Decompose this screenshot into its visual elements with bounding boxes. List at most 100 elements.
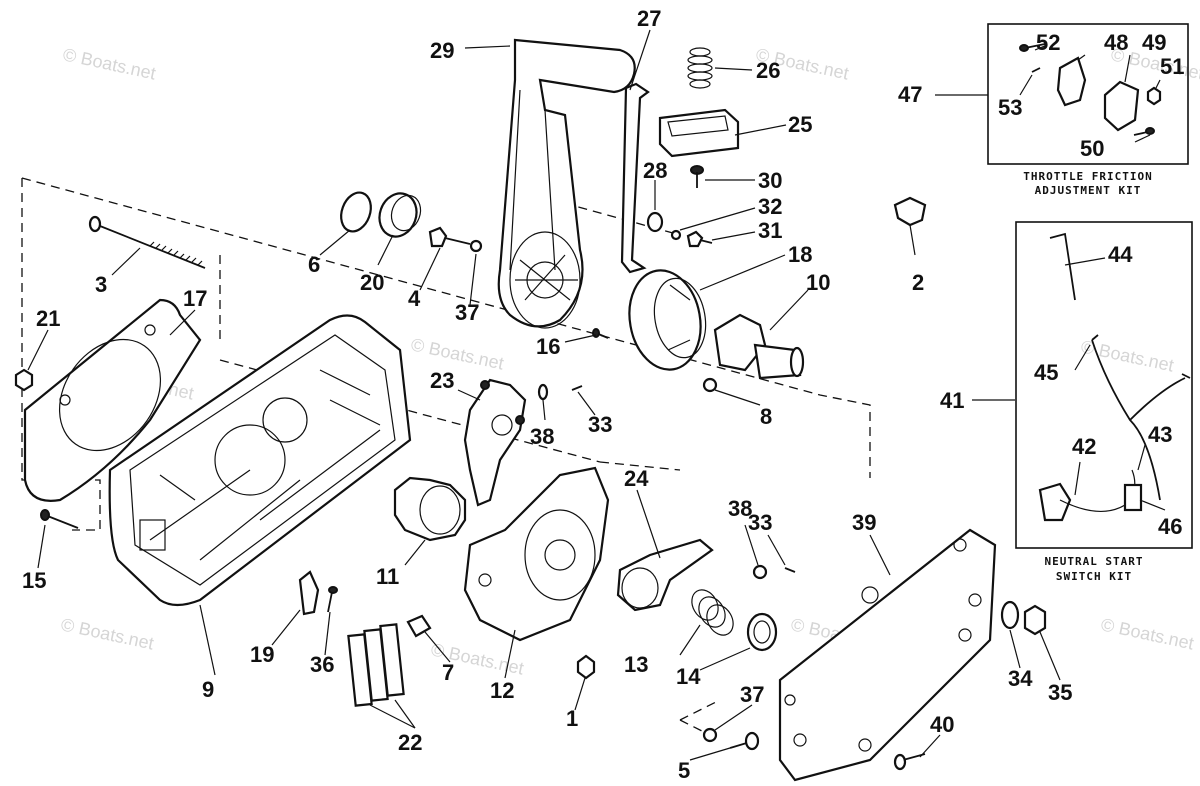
callout-30: 30 [758,168,782,193]
callout-38: 38 [530,424,554,449]
housing-part [108,314,412,607]
callout-34: 34 [1008,666,1033,691]
callout-48: 48 [1104,30,1128,55]
control-handle-part [497,38,636,329]
bushing-part [746,612,778,652]
callout-1: 1 [566,706,578,731]
callout-23: 23 [430,368,454,393]
watermark: © Boats.net [59,614,155,653]
callout-17: 17 [183,286,207,311]
callout-28: 28 [643,158,667,183]
gasket-part [23,298,202,502]
callout-7: 7 [442,660,454,685]
small-screw-part [592,328,609,339]
callout-49: 49 [1142,30,1166,55]
callout-43: 43 [1148,422,1172,447]
callout-53: 53 [998,95,1022,120]
callout-21: 21 [36,306,60,331]
callout-6: 6 [308,252,320,277]
cotter-pin-part [571,385,583,391]
cotter-pin-part [784,567,796,573]
bolt-part [729,731,760,751]
nut-part [14,368,34,392]
watermark: © Boats.net [409,334,505,373]
callout-25: 25 [788,112,812,137]
shift-bracket-part [463,466,610,642]
callout-37: 37 [455,300,479,325]
callout-29: 29 [430,38,454,63]
spring-part [687,47,713,89]
callout-39: 39 [852,510,876,535]
callout-11: 11 [376,564,399,589]
callout-32: 32 [758,194,782,219]
kit-part-drawings [1038,232,1191,522]
callout-41: 41 [940,388,964,413]
callout-10: 10 [806,270,830,295]
callout-33b: 33 [748,510,772,535]
shaft-part [713,313,805,380]
callout-52: 52 [1036,30,1060,55]
callout-45: 45 [1034,360,1058,385]
leader-lines [27,29,1166,761]
screw-part [40,509,79,529]
ball-part [702,377,718,393]
callout-50: 50 [1080,136,1104,161]
callout-42: 42 [1072,434,1096,459]
callout-33: 33 [588,412,612,437]
plug-part [406,614,432,638]
bolt-part [428,226,471,248]
clamp-part [378,192,422,238]
washer-part [469,239,483,253]
switch-clip-part [893,196,927,227]
callout-16: 16 [536,334,560,359]
callout-labels: 29 27 26 25 28 30 32 31 18 10 8 6 20 4 3… [22,6,1184,783]
callout-40: 40 [930,712,954,737]
callout-4: 4 [408,286,421,311]
callout-9: 9 [202,677,214,702]
washer-part [537,383,549,401]
callout-3: 3 [95,272,107,297]
friction-block-part [658,108,740,158]
cover-plate-part [778,528,997,782]
bracket-part [620,82,650,274]
clip-part [298,570,320,616]
callout-12: 12 [490,678,514,703]
callout-5: 5 [678,758,690,783]
callout-24: 24 [624,466,649,491]
long-bolt-part [88,215,206,269]
kit-title-line: THROTTLE FRICTION [1023,170,1153,183]
nut-part [576,654,596,680]
callout-26: 26 [756,58,780,83]
callout-22: 22 [398,730,422,755]
callout-38b: 38 [728,496,752,521]
callout-14: 14 [676,664,701,689]
callout-20: 20 [360,270,384,295]
lever-part [616,538,714,612]
callout-27: 27 [637,6,661,31]
spring-part [691,589,734,636]
callout-46: 46 [1158,514,1182,539]
neutral-start-kit-box [1015,221,1193,549]
callout-15: 15 [22,568,46,593]
washer-part [702,727,718,743]
kit-title-line: SWITCH KIT [1056,570,1132,583]
gear-part [393,476,467,542]
watermark: © Boats.net [61,44,157,83]
o-ring-part [340,191,372,233]
callout-31: 31 [758,218,782,243]
washer-part [752,564,768,580]
callout-37b: 37 [740,682,764,707]
screw-part [327,586,338,613]
kit-title-line: NEUTRAL START [1044,555,1143,568]
pad-set-part [347,623,405,707]
throttle-friction-kit-box [987,23,1189,165]
washer-part [670,229,682,241]
cam-part [628,269,707,371]
small-screw-part [690,165,704,188]
callout-35: 35 [1048,680,1072,705]
hex-bolt-part [686,230,713,248]
washer-part [646,211,664,233]
callout-18: 18 [788,242,812,267]
